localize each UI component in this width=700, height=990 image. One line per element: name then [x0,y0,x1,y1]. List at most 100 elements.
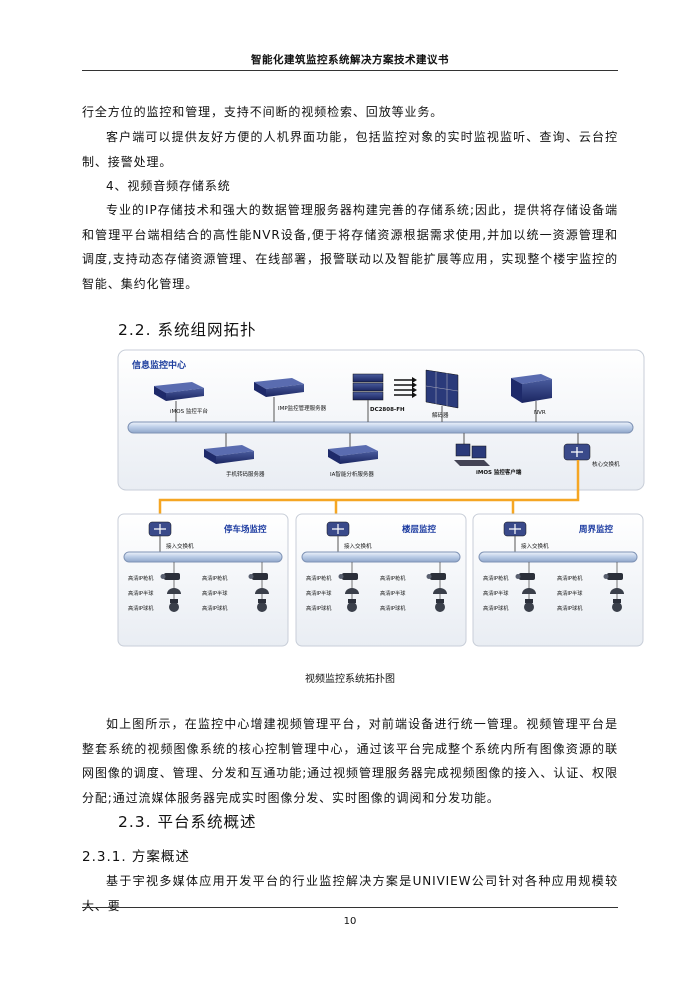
heading-2-2: 2.2. 系统组网拓扑 [118,321,257,339]
camera-lens [160,574,166,579]
camera-label: 高清IP枪机 [202,574,228,582]
center-title: 信息监控中心 [132,359,186,371]
access-switch-label: 接入交换机 [521,542,549,550]
camera-label: 高清IP半球 [557,589,583,597]
camera-label: 高清IP球机 [128,604,154,612]
figure-caption: 视频监控系统拓扑图 [305,674,395,685]
nvr-device: NVR [511,374,552,422]
camera-label: 高清IP半球 [380,589,406,597]
mobile-server-device: 手机转码服务器 [204,433,265,478]
uplink-main [158,460,580,524]
dome-camera-icon [433,588,447,594]
page-header-title: 智能化建筑监控系统解决方案技术建议书 [251,54,449,66]
heading-2-3: 2.3. 平台系统概述 [118,813,257,831]
ptz-mount [613,599,621,603]
imos-platform-device: iMOS 监控平台 [154,382,208,422]
ia-server-device: IA智能分析服务器 [328,433,378,478]
bullet-camera-icon [342,573,358,580]
core-switch-device: 核心交换机 [563,433,620,468]
main-bus [127,421,634,434]
camera-label: 高清IP枪机 [306,574,332,582]
camera-label: 高清IP半球 [128,589,154,597]
ptz-mount [525,599,533,603]
paragraph-3: 专业的IP存储技术和强大的数据管理服务器构建完善的存储系统;因此，提供将存储设备… [82,203,618,291]
ptz-mount [348,599,356,603]
video-wall-device: 解码器 [425,369,459,422]
ptz-camera-icon [257,602,267,612]
dome-camera-icon [167,588,181,594]
camera-label: 高清IP半球 [483,589,509,597]
dome-camera-icon [610,588,624,594]
nvr-label: NVR [534,410,546,416]
topology-diagram: 信息监控中心 iMOS 监控平台 IMP监控管理服务器 DC2808-FH 解码… [116,348,646,657]
zone-1: 接入交换机停车场监控高清IP枪机高清IP半球高清IP球机高清IP枪机高清IP半球… [117,513,289,647]
imp-server-device: IMP监控管理服务器 [254,378,327,422]
camera-label: 高清IP球机 [306,604,332,612]
center-box [117,349,645,491]
client-workstation: iMOS 监控客户端 [454,433,522,476]
camera-label: 高清IP球机 [380,604,406,612]
camera-label: 高清IP球机 [557,604,583,612]
decoder-arrows [394,377,417,398]
ptz-camera-icon [612,602,622,612]
switch-glyph [154,524,166,534]
camera-label: 高清IP球机 [202,604,228,612]
switch-glyph [332,524,344,534]
zone-3: 接入交换机周界监控高清IP枪机高清IP半球高清IP球机高清IP枪机高清IP半球高… [472,513,644,647]
paragraph-5: 基于宇视多媒体应用开发平台的行业监控解决方案是UNIVIEW公司针对各种应用规模… [82,874,618,913]
camera-label: 高清IP枪机 [483,574,509,582]
camera-label: 高清IP球机 [483,604,509,612]
ptz-mount [170,599,178,603]
bullet-camera-icon [164,573,180,580]
zone-bus [301,551,461,563]
dome-camera-icon [522,588,536,594]
access-switch-label: 接入交换机 [344,542,372,550]
dc-encoder-device: DC2808-FH [352,373,405,422]
heading-2-3-1: 2.3.1. 方案概述 [82,849,190,865]
camera-label: 高清IP半球 [202,589,228,597]
camera-lens [338,574,344,579]
footer-rule [82,907,618,908]
ptz-camera-icon [347,602,357,612]
zone-bus [478,551,638,563]
camera-label: 高清IP枪机 [128,574,154,582]
imp-label: IMP监控管理服务器 [278,404,327,412]
topology-svg: 信息监控中心 iMOS 监控平台 IMP监控管理服务器 DC2808-FH 解码… [117,349,645,647]
bullet-camera-icon [519,573,535,580]
imos-platform-label: iMOS 监控平台 [170,407,208,415]
zone-2: 接入交换机楼层监控高清IP枪机高清IP半球高清IP球机高清IP枪机高清IP半球高… [295,513,467,647]
access-switch-label: 接入交换机 [166,542,194,550]
zone-title: 楼层监控 [402,524,437,535]
zone-title: 停车场监控 [224,524,267,535]
bullet-camera-icon [430,573,446,580]
dome-camera-icon [255,588,269,594]
core-switch-label: 核心交换机 [592,460,620,468]
ptz-camera-icon [524,602,534,612]
mobile-label: 手机转码服务器 [226,470,265,478]
ptz-mount [436,599,444,603]
zone-bus [123,551,283,563]
camera-label: 高清IP枪机 [380,574,406,582]
bullet-camera-icon [252,573,268,580]
dc-label: DC2808-FH [370,407,405,413]
paragraph-1: 行全方位的监控和管理，支持不间断的视频检索、回放等业务。 [82,105,444,119]
camera-lens [515,574,521,579]
camera-label: 高清IP枪机 [557,574,583,582]
paragraph-4: 如上图所示，在监控中心增建视频管理平台，对前端设备进行统一管理。视频管理平台是整… [82,717,618,805]
ptz-camera-icon [435,602,445,612]
camera-label: 高清IP半球 [306,589,332,597]
switch-glyph [509,524,521,534]
page-number: 10 [343,916,357,927]
client-label: iMOS 监控客户端 [476,468,522,476]
camera-lens [603,574,609,579]
dome-camera-icon [345,588,359,594]
zones-group: 接入交换机停车场监控高清IP枪机高清IP半球高清IP球机高清IP枪机高清IP半球… [117,513,644,647]
ia-label: IA智能分析服务器 [330,470,374,478]
header-rule [82,70,618,71]
list-item-4: 4、视频音频存储系统 [106,179,231,193]
ptz-mount [258,599,266,603]
zone-title: 周界监控 [579,524,614,535]
bullet-camera-icon [607,573,623,580]
wall-label: 解码器 [432,411,449,419]
camera-lens [248,574,254,579]
